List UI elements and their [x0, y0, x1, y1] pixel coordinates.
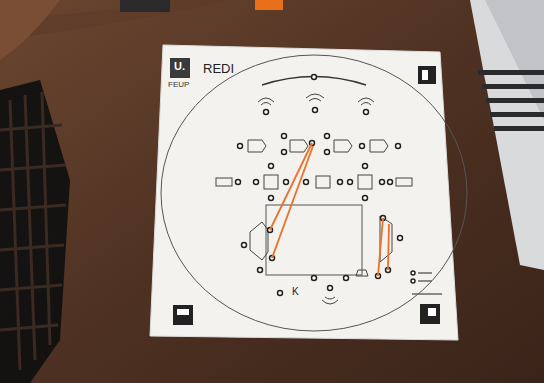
institution-label: FEUP [168, 81, 189, 89]
logo-mark: U. [174, 61, 185, 72]
sheet-title: REDI [203, 62, 234, 75]
marker-letter: K [292, 287, 299, 297]
